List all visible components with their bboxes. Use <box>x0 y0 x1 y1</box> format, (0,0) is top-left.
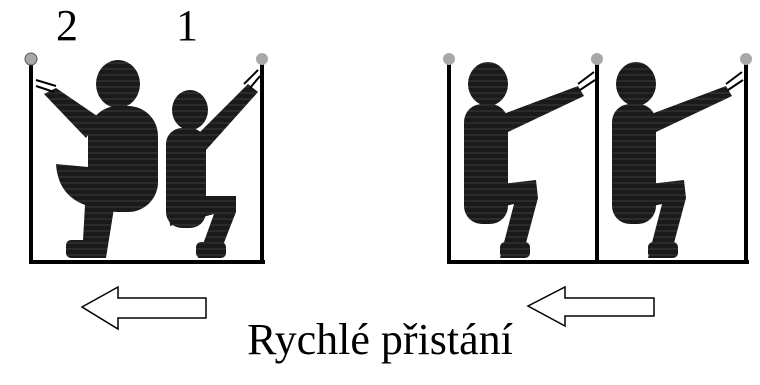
occupant-hand-bay-a <box>578 72 595 90</box>
occupant-1-figure <box>166 84 258 258</box>
right-seat-group <box>443 53 752 326</box>
occupant-hand-bay-b <box>726 72 743 90</box>
right-seat-knob-3 <box>740 53 752 65</box>
occupant-2-figure <box>44 60 158 258</box>
right-seat-knob-2 <box>591 53 603 65</box>
left-seat-group <box>25 53 268 329</box>
left-seat-knob-right <box>256 53 268 65</box>
left-seat-knob-left <box>25 53 37 65</box>
occupant-1-label: 1 <box>176 4 198 48</box>
diagram-caption: Rychlé přistání <box>0 318 760 362</box>
right-seat-knob-1 <box>443 53 455 65</box>
occupant-figure-bay-b <box>612 62 732 258</box>
occupant-figure-bay-a <box>464 62 584 258</box>
occupant-2-label: 2 <box>56 4 78 48</box>
occupant-1-hand <box>244 70 260 88</box>
